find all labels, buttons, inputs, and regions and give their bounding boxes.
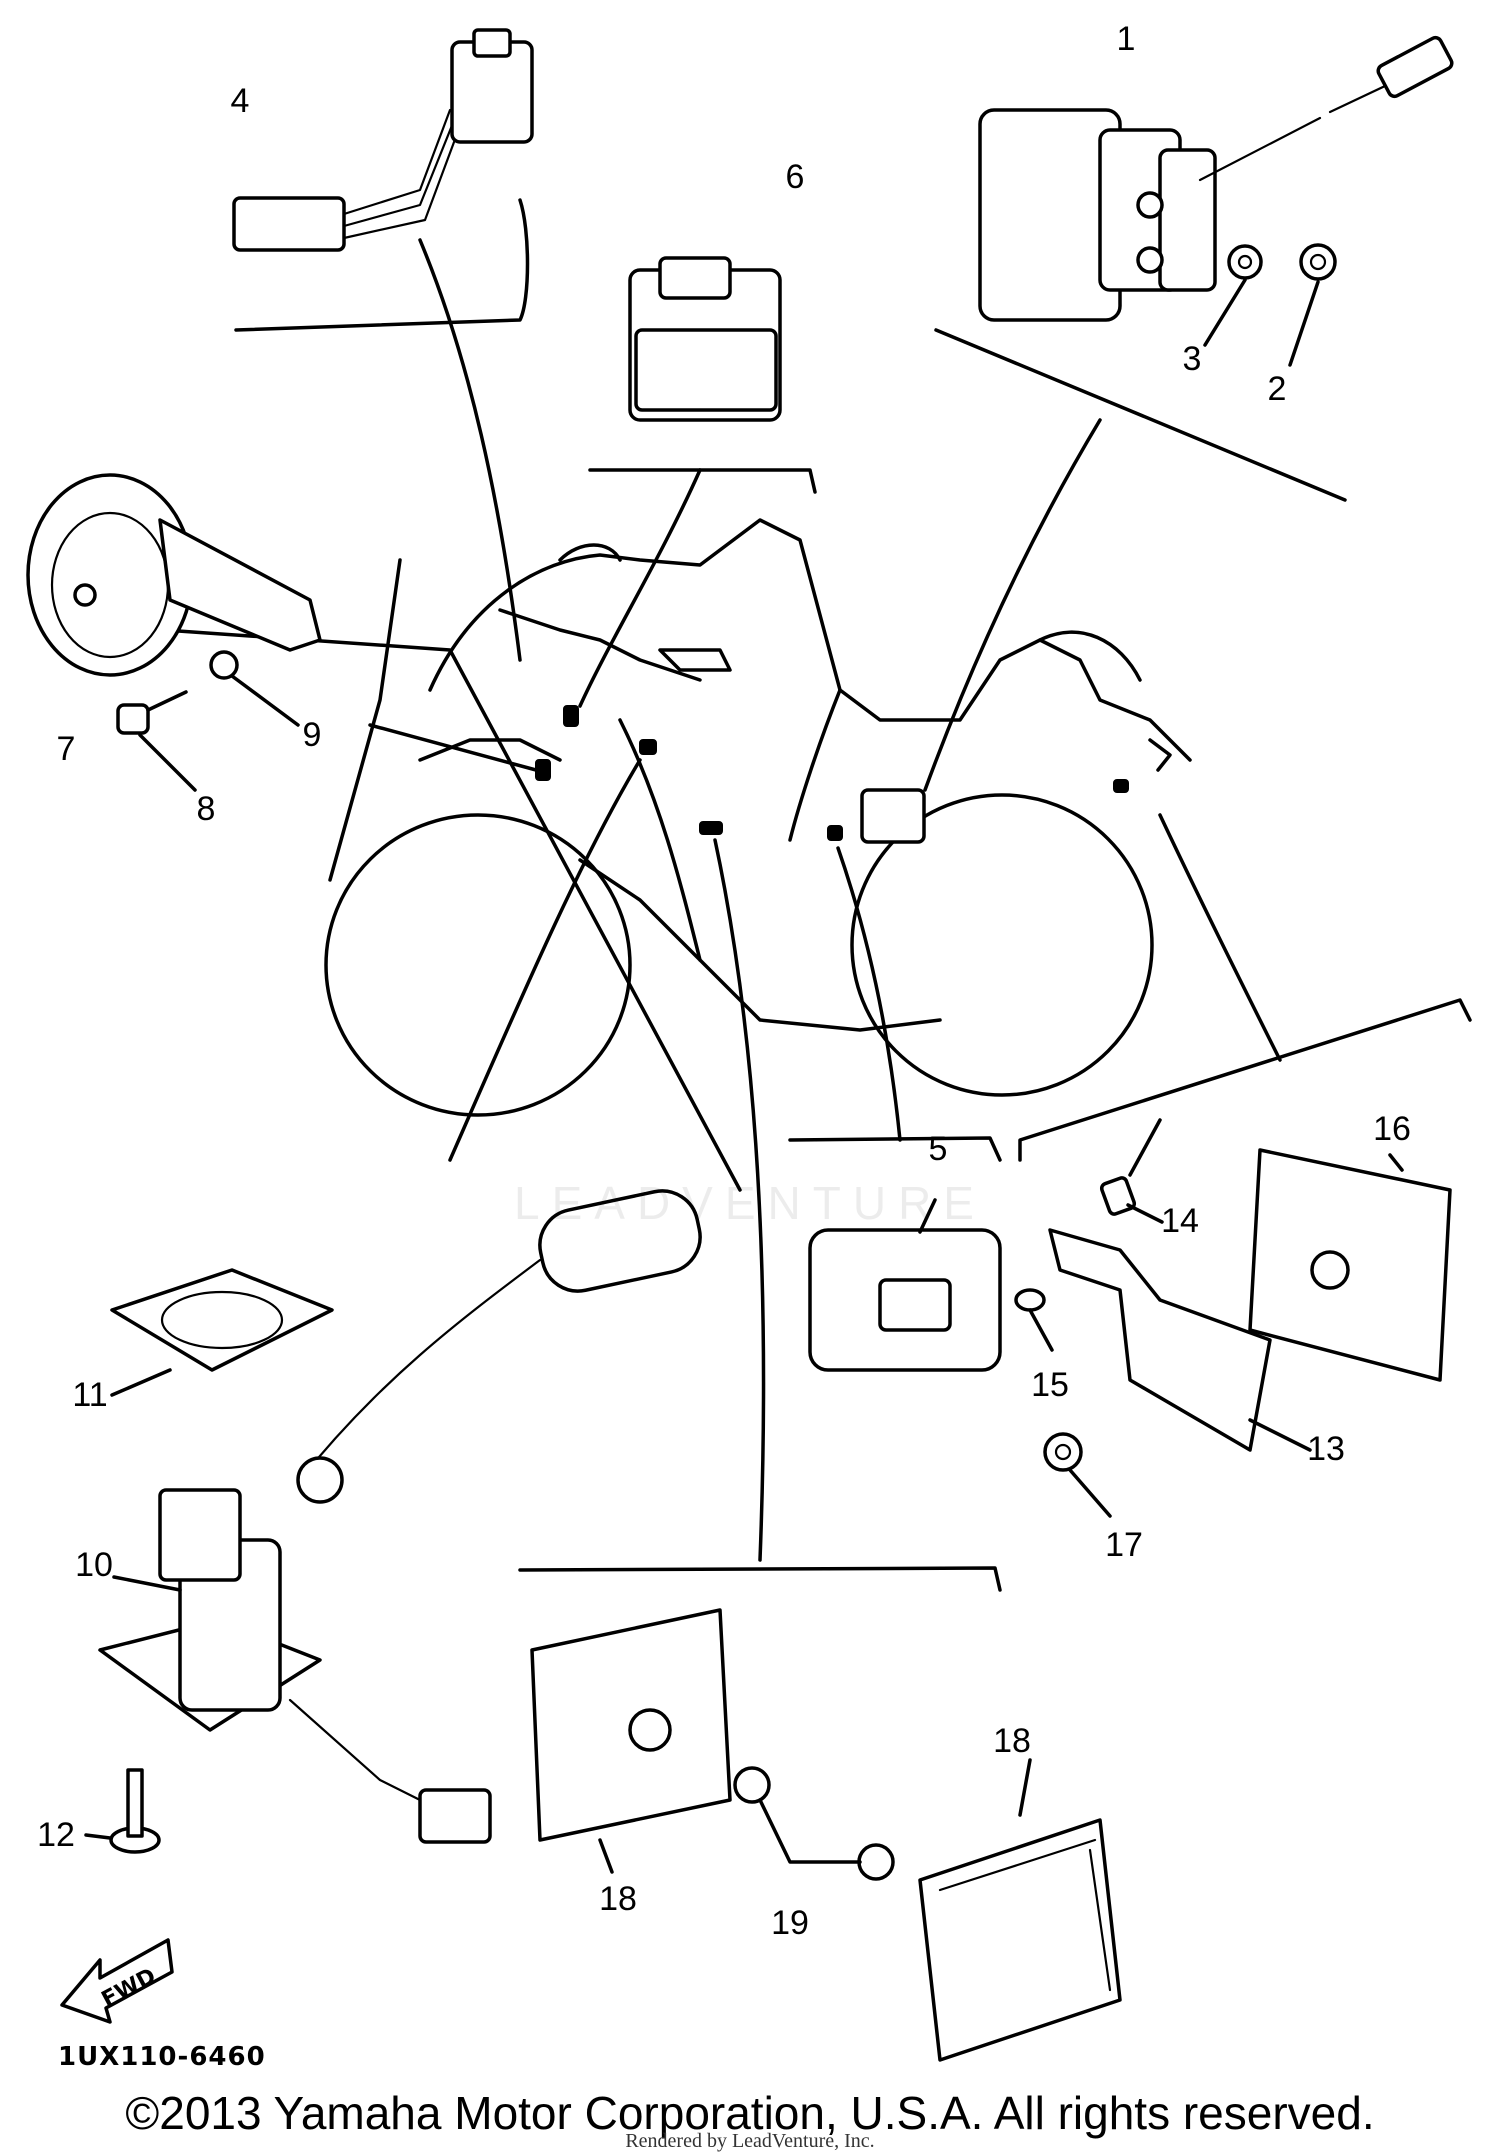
part-10-fuel-sender	[98, 1189, 702, 1844]
part-7-horn	[26, 473, 322, 677]
callout-18a: 18	[599, 1880, 637, 1918]
callout-1: 1	[1117, 20, 1136, 58]
callout-10: 10	[75, 1546, 113, 1584]
callout-9: 9	[303, 716, 322, 754]
part-12-bolt	[84, 1768, 161, 1854]
callout-2: 2	[1268, 370, 1287, 408]
part-17-nut	[1043, 1432, 1112, 1518]
part-14-rivet	[1099, 1118, 1164, 1224]
fwd-arrow-icon: FWD	[60, 1938, 174, 2024]
callout-7: 7	[57, 730, 76, 768]
callout-18b: 18	[993, 1722, 1031, 1760]
callout-labels: 1 2 3 4 5 6 7 8 9 10 11 12 13 14 15 16 1…	[37, 20, 1411, 1942]
part-13-bracket	[1048, 1228, 1312, 1452]
part-15-washer	[1014, 1288, 1054, 1352]
part-19-nuts	[733, 1766, 895, 1881]
callout-19: 19	[771, 1904, 809, 1942]
callout-12: 12	[37, 1816, 75, 1854]
copyright-notice: ©2013 Yamaha Motor Corporation, U.S.A. A…	[125, 2087, 1375, 2139]
part-8-bolt	[116, 690, 197, 792]
part-16-reflector	[1248, 1148, 1452, 1382]
callout-11: 11	[72, 1376, 107, 1414]
part-1-starter-relay	[978, 35, 1454, 322]
callout-13: 13	[1307, 1430, 1345, 1468]
part-18-reflector-front	[530, 1608, 732, 1874]
part-6-relay	[628, 256, 782, 422]
motorcycle-outline	[324, 518, 1192, 1117]
callout-14: 14	[1161, 1202, 1199, 1240]
callout-3: 3	[1183, 340, 1202, 378]
callout-17: 17	[1105, 1526, 1143, 1564]
callout-6: 6	[786, 158, 805, 196]
part-code: 1UX110-6460	[58, 2042, 266, 2072]
part-4-wire-harness	[232, 28, 534, 252]
part-5-flasher-relay	[808, 1198, 1002, 1372]
part-11-gasket	[110, 1268, 334, 1397]
watermark: LEADVENTURE	[514, 1177, 986, 1229]
callout-5: 5	[929, 1130, 948, 1168]
callout-15: 15	[1031, 1366, 1069, 1404]
part-18-reflector-rear	[918, 1758, 1122, 2062]
callout-4: 4	[231, 82, 250, 120]
parts-2-3-nut-washer	[1203, 243, 1337, 367]
callout-8: 8	[197, 790, 216, 828]
callout-16: 16	[1373, 1110, 1411, 1148]
rendered-by-credit: Rendered by LeadVenture, Inc.	[625, 2130, 875, 2152]
connector-lines	[162, 198, 1472, 1592]
part-9-washer	[209, 650, 300, 727]
